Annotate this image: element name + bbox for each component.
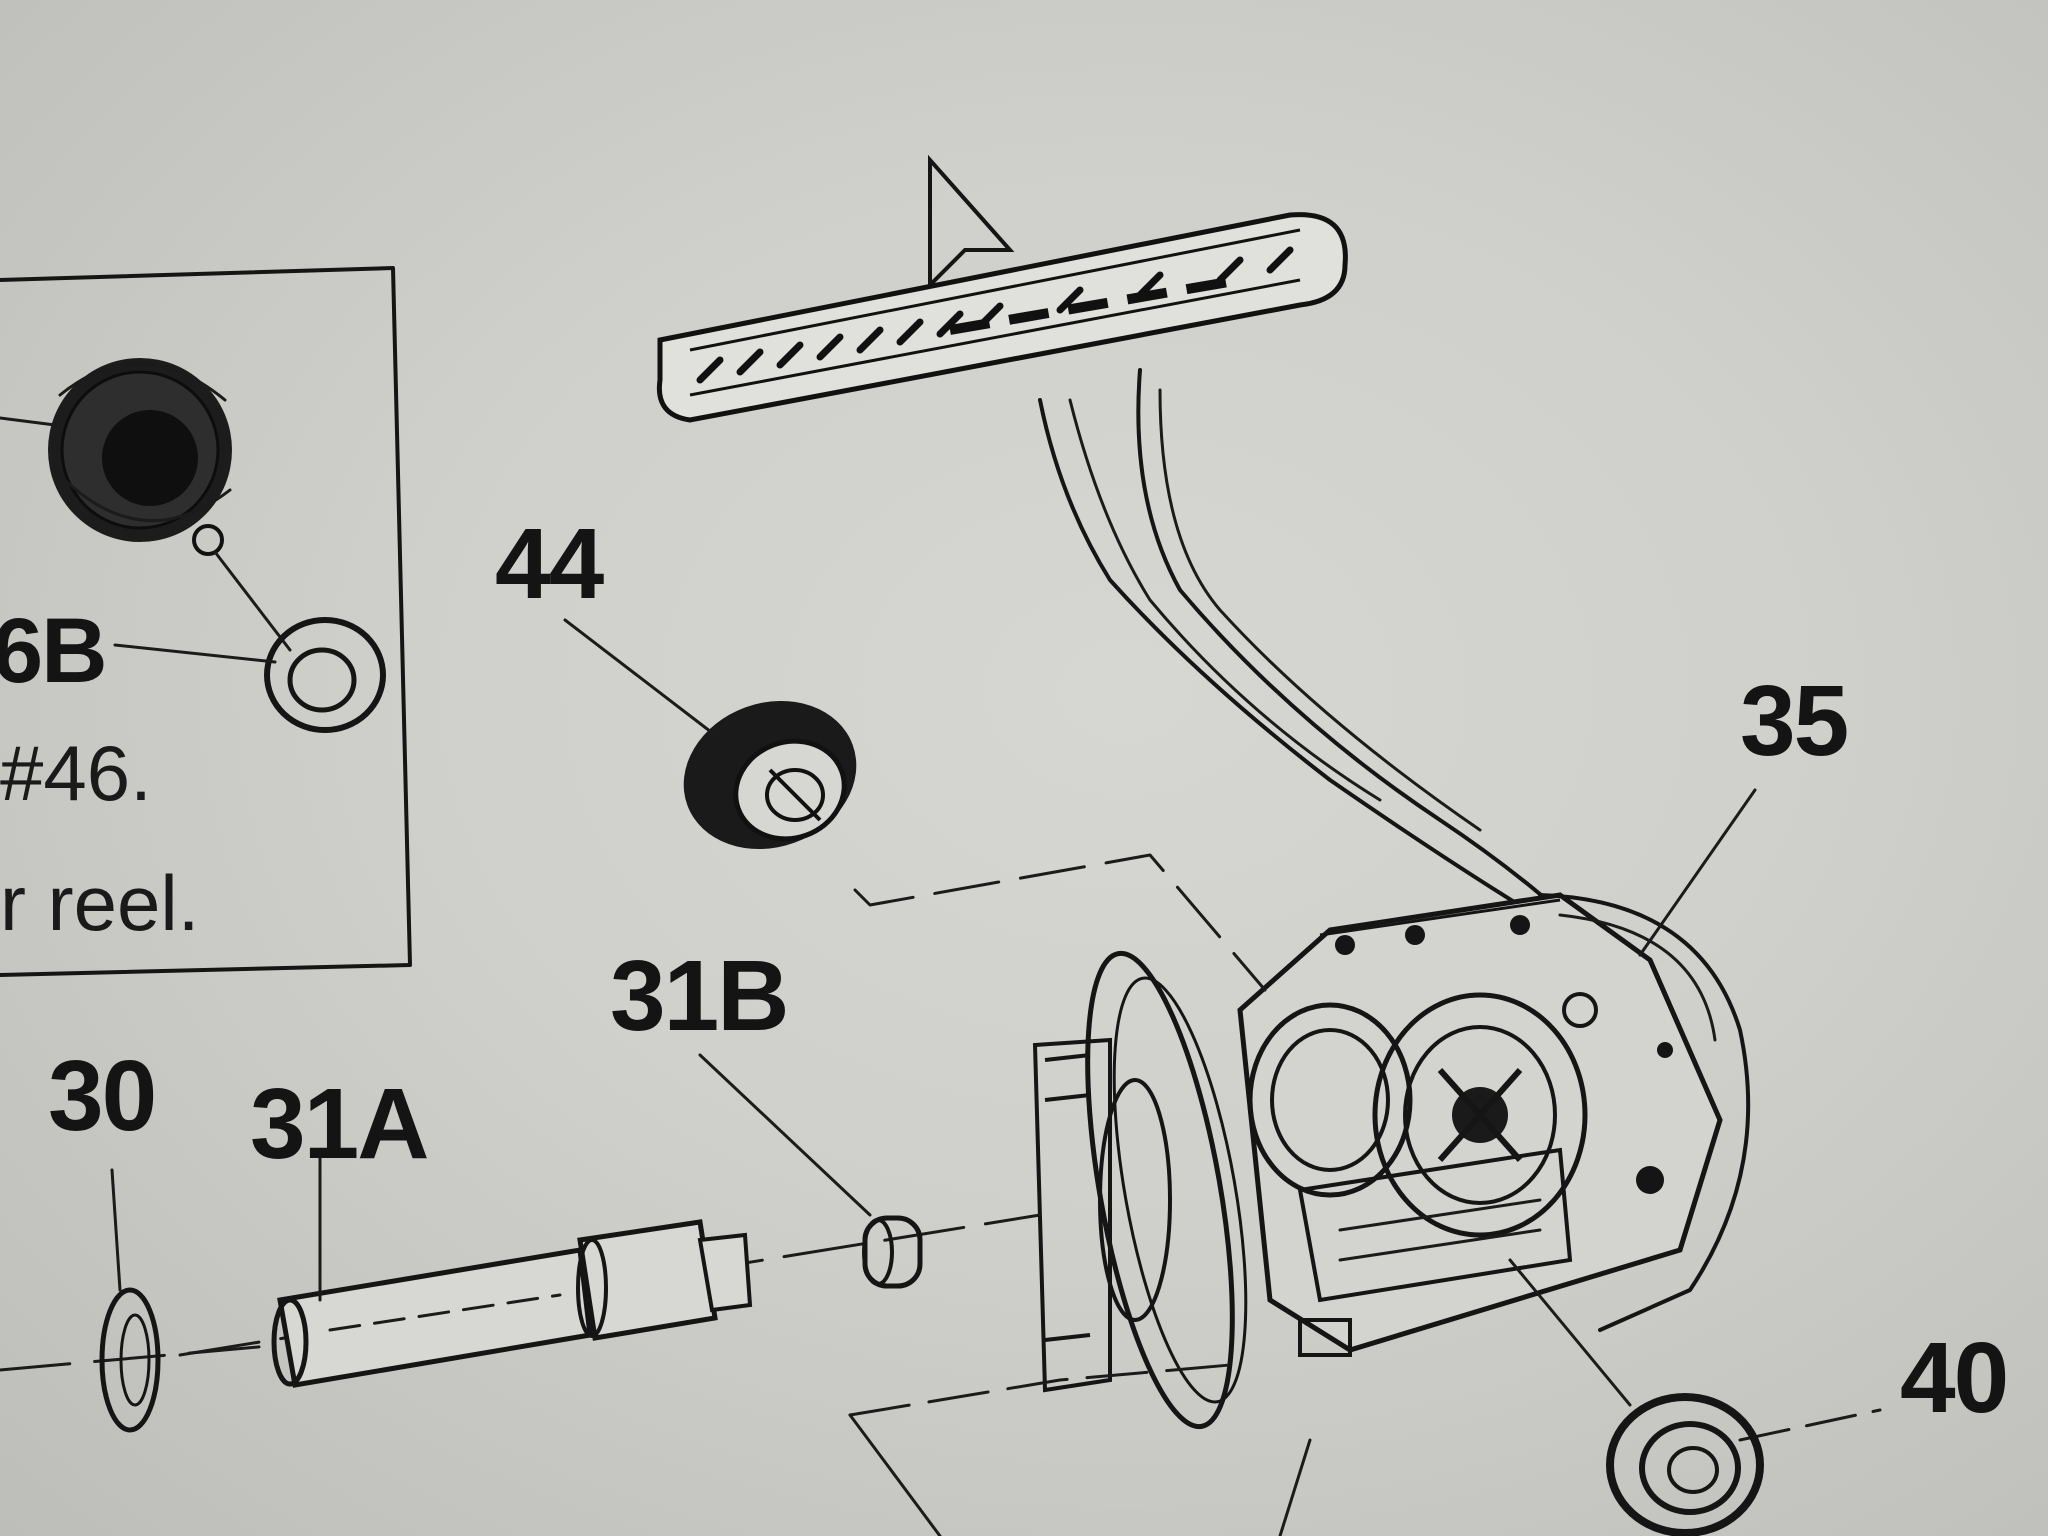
inset-leader-6b [113, 643, 277, 664]
leader-44 [563, 618, 717, 737]
inset-note-line2: r reel. [0, 859, 199, 947]
inset-note-line1: #46. [0, 729, 152, 817]
leader-30 [110, 1168, 122, 1292]
part-label-30: 30 [48, 1040, 155, 1152]
part-44-knob [683, 700, 857, 850]
part-label-40: 40 [1900, 1322, 2007, 1434]
inset-leader-top [0, 416, 57, 427]
part-label-35: 35 [1740, 665, 1847, 777]
inset-washer-part [264, 617, 386, 733]
leader-31b [698, 1053, 872, 1217]
leader-35 [1638, 788, 1757, 957]
inset-box: 6B #46. r reel. [0, 266, 412, 977]
part-31b-bushing [862, 1215, 923, 1289]
part-31a-shaft [271, 1219, 753, 1388]
reel-body-part [1032, 892, 1751, 1430]
part-40-bearing [1606, 1393, 1764, 1536]
part-label-31a: 31A [250, 1068, 427, 1180]
handle-arm-part [656, 154, 1642, 992]
part-label-31b: 31B [610, 940, 787, 1052]
part-30-washer [99, 1287, 161, 1433]
inset-leader-washer [213, 550, 292, 652]
part-label-6b: 6B [0, 600, 106, 702]
leader-40 [1508, 1258, 1632, 1407]
part-label-44: 44 [495, 508, 605, 620]
inset-gear-part [48, 358, 232, 556]
